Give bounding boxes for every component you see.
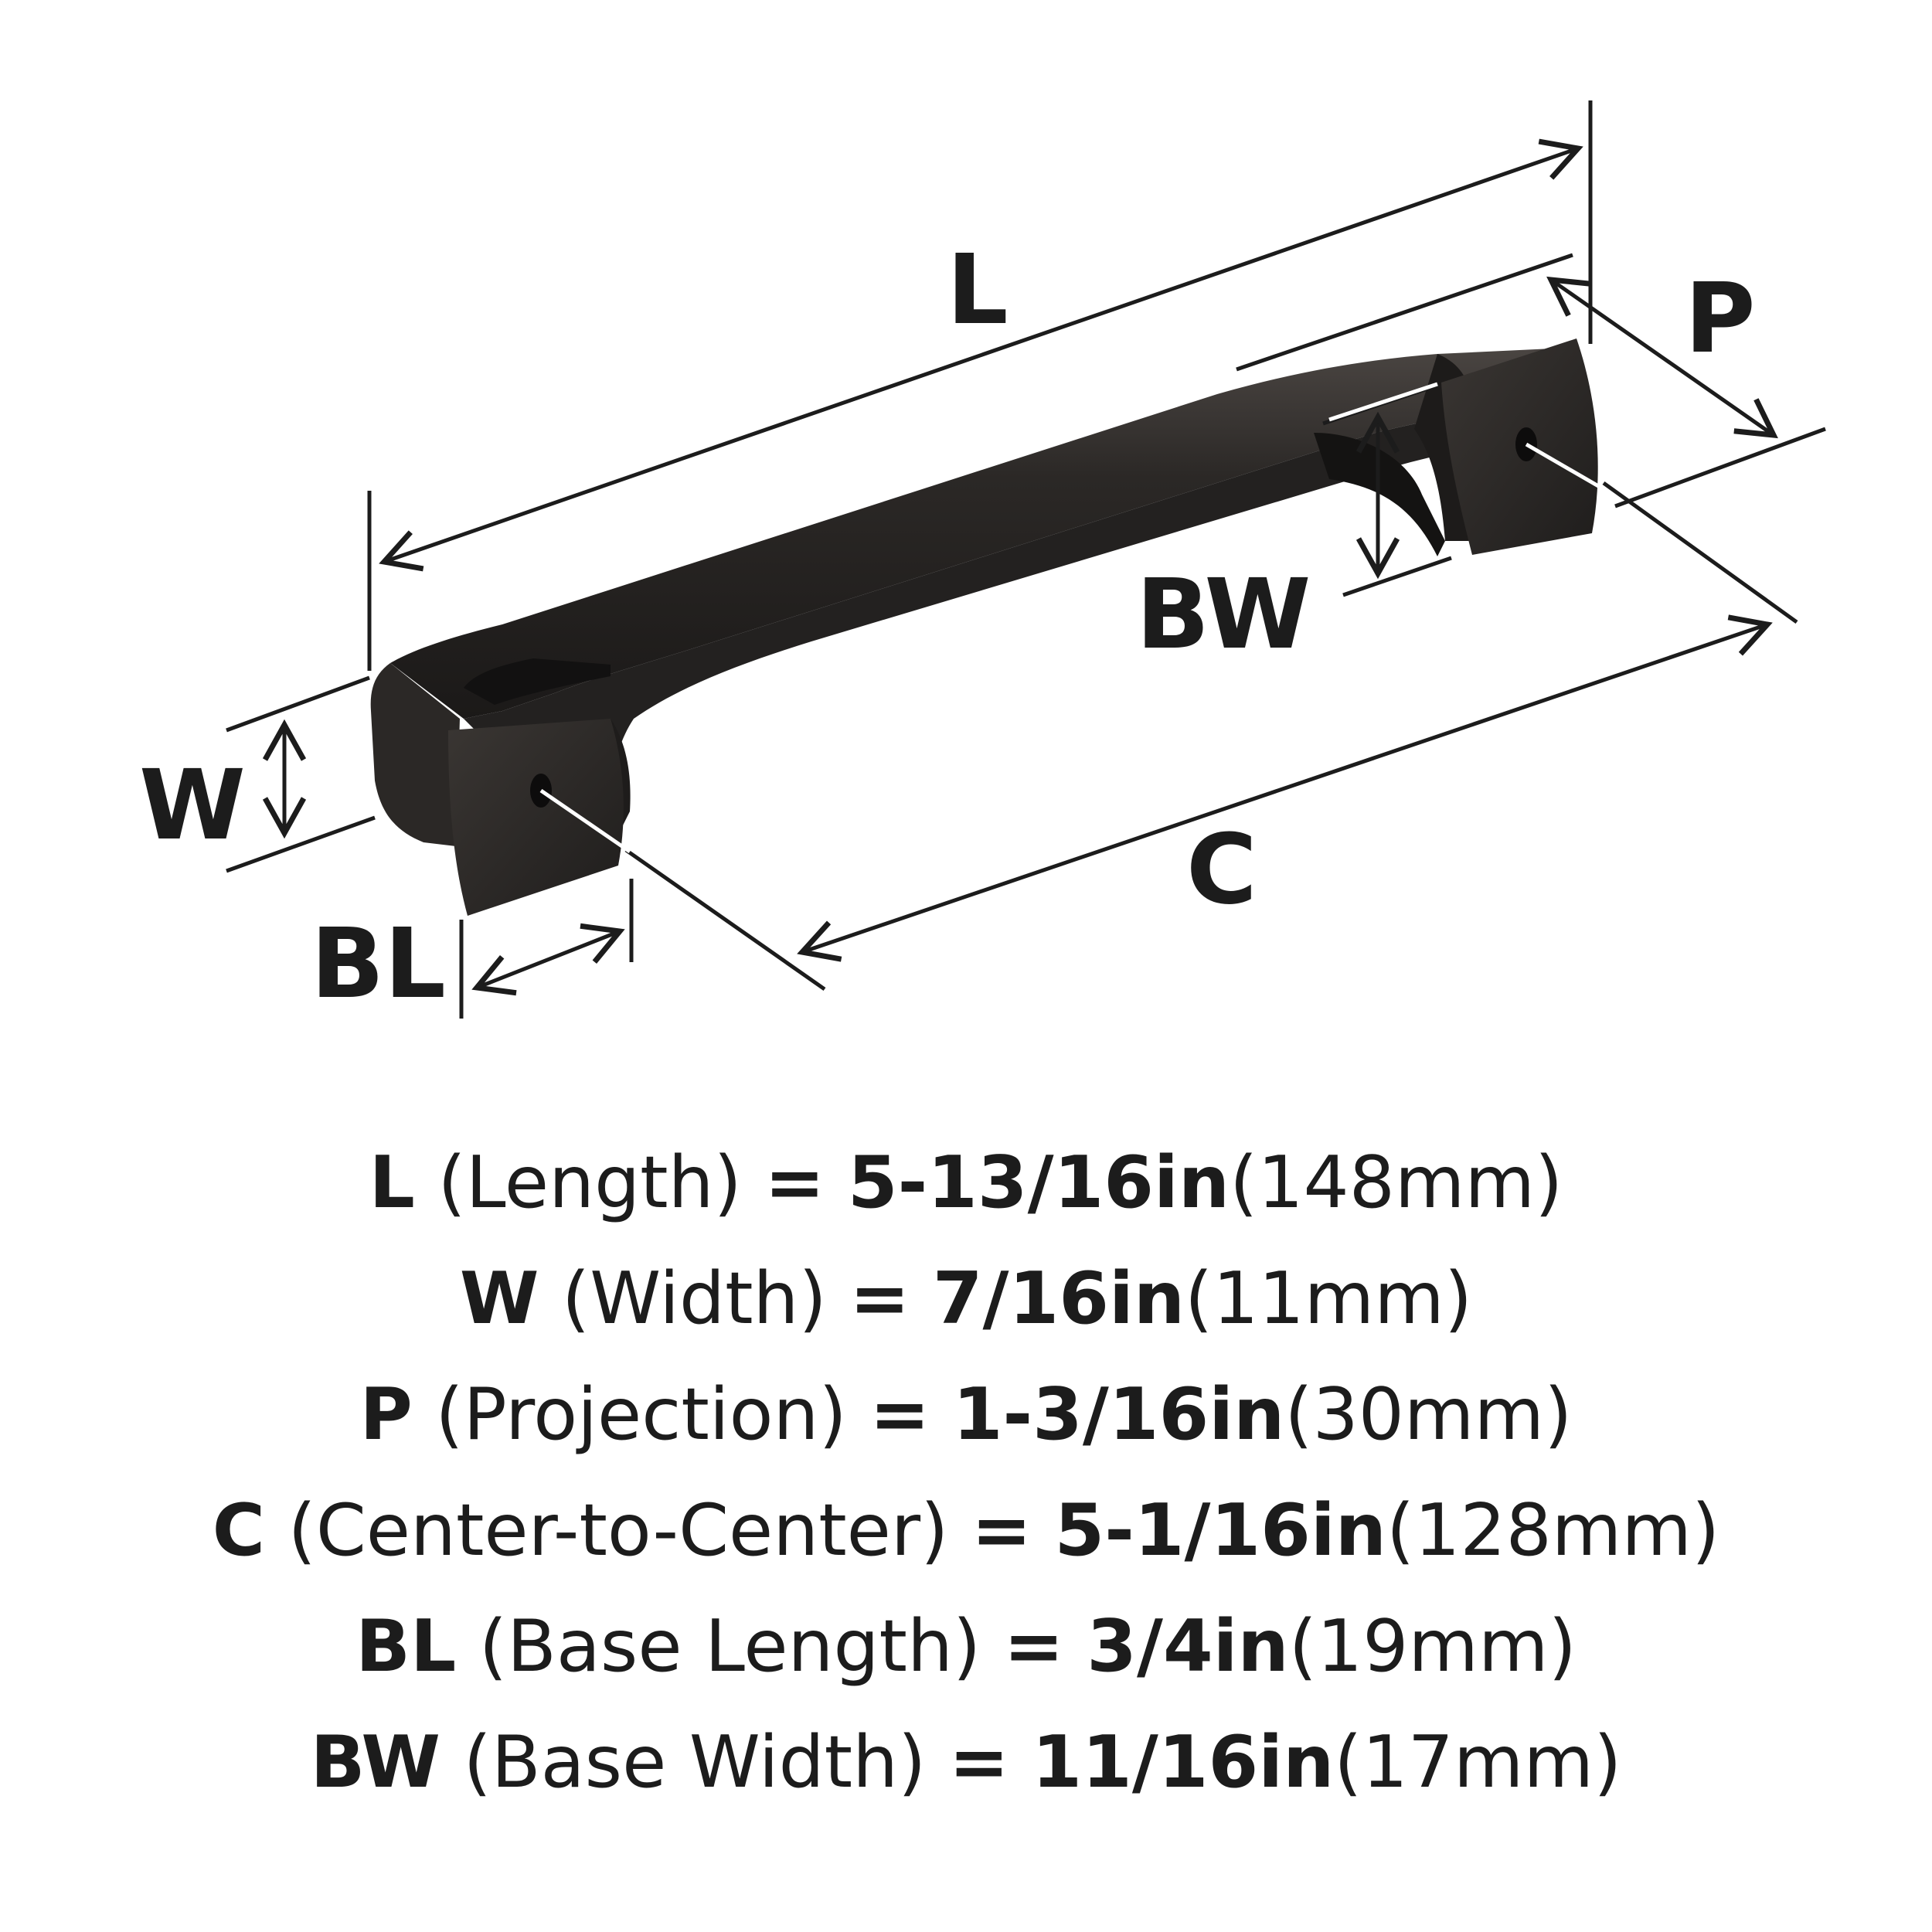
handle-left-leg — [370, 663, 460, 846]
spec-code: BW — [310, 1720, 440, 1804]
center-extension-left — [624, 848, 826, 992]
projection-extension-bottom — [1614, 427, 1826, 509]
spec-base-width: BW (Base Width) = 11/16in(17mm) — [311, 1704, 1622, 1820]
specifications-list: L (Length) = 5-13/16in(148mm) W (Width) … — [0, 1124, 1932, 1820]
width-extension-bottom — [226, 815, 376, 873]
projection-extension-top — [1236, 253, 1573, 372]
spec-length: L (Length) = 5-13/16in(148mm) — [369, 1124, 1563, 1240]
center-extension-right — [1602, 481, 1798, 624]
spec-code: W — [459, 1257, 539, 1340]
spec-code: L — [369, 1141, 415, 1224]
spec-equals: = — [764, 1141, 825, 1224]
spec-metric: (11mm) — [1185, 1257, 1473, 1340]
spec-name: (Length) — [437, 1141, 742, 1224]
dimension-lines — [226, 100, 1826, 1019]
label-W: W — [139, 750, 246, 862]
spec-imperial: 1-3/16in — [952, 1372, 1285, 1456]
spec-name: (Center-to-Center) — [287, 1488, 949, 1572]
spec-equals: = — [948, 1720, 1009, 1804]
dimension-diagram: L P BW W C BL — [139, 100, 1826, 1020]
spec-code: BL — [355, 1604, 457, 1688]
spec-projection: P (Projection) = 1-3/16in(30mm) — [360, 1356, 1573, 1472]
spec-equals: = — [1003, 1604, 1064, 1688]
center-marks — [539, 382, 1601, 854]
handle-left-base — [448, 719, 624, 916]
spec-imperial: 5-13/16in — [847, 1141, 1230, 1224]
spec-base-length: BL (Base Length) = 3/4in(19mm) — [355, 1588, 1577, 1704]
spec-imperial: 7/16in — [932, 1257, 1185, 1340]
width-extension-top — [226, 675, 370, 733]
spec-equals: = — [849, 1257, 910, 1340]
spec-code: P — [359, 1372, 413, 1456]
base-length-dimension-line — [471, 923, 625, 996]
spec-metric: (17mm) — [1334, 1720, 1622, 1804]
label-L: L — [947, 234, 1009, 346]
spec-equals: = — [869, 1372, 930, 1456]
label-BL: BL — [311, 908, 446, 1020]
spec-name: (Base Width) — [463, 1720, 927, 1804]
center-dimension-line — [797, 614, 1773, 962]
projection-dimension-line — [1546, 276, 1778, 439]
left-mounting-hole — [530, 774, 552, 808]
right-center-mark — [1525, 442, 1601, 489]
label-BW: BW — [1136, 559, 1311, 671]
spec-code: C — [212, 1488, 265, 1572]
left-center-mark — [539, 788, 631, 854]
spec-equals: = — [971, 1488, 1032, 1572]
base-width-extension-bottom — [1342, 556, 1452, 597]
spec-metric: (30mm) — [1284, 1372, 1573, 1456]
handle-slot — [464, 658, 611, 705]
base-width-mark — [1328, 382, 1438, 422]
spec-name: (Projection) — [435, 1372, 847, 1456]
length-dimension-line — [379, 138, 1583, 572]
spec-name: (Width) — [562, 1257, 827, 1340]
spec-metric: (128mm) — [1386, 1488, 1720, 1572]
spec-imperial: 11/16in — [1032, 1720, 1335, 1804]
spec-name: (Base Length) — [478, 1604, 981, 1688]
spec-imperial: 5-1/16in — [1054, 1488, 1386, 1572]
spec-width: W (Width) = 7/16in(11mm) — [460, 1240, 1472, 1356]
cabinet-pull-handle — [370, 338, 1598, 916]
spec-center-to-center: C (Center-to-Center) = 5-1/16in(128mm) — [213, 1472, 1720, 1588]
label-C: C — [1186, 814, 1257, 926]
spec-metric: (148mm) — [1230, 1141, 1563, 1224]
label-P: P — [1685, 263, 1756, 375]
spec-metric: (19mm) — [1288, 1604, 1577, 1688]
spec-imperial: 3/4in — [1087, 1604, 1289, 1688]
